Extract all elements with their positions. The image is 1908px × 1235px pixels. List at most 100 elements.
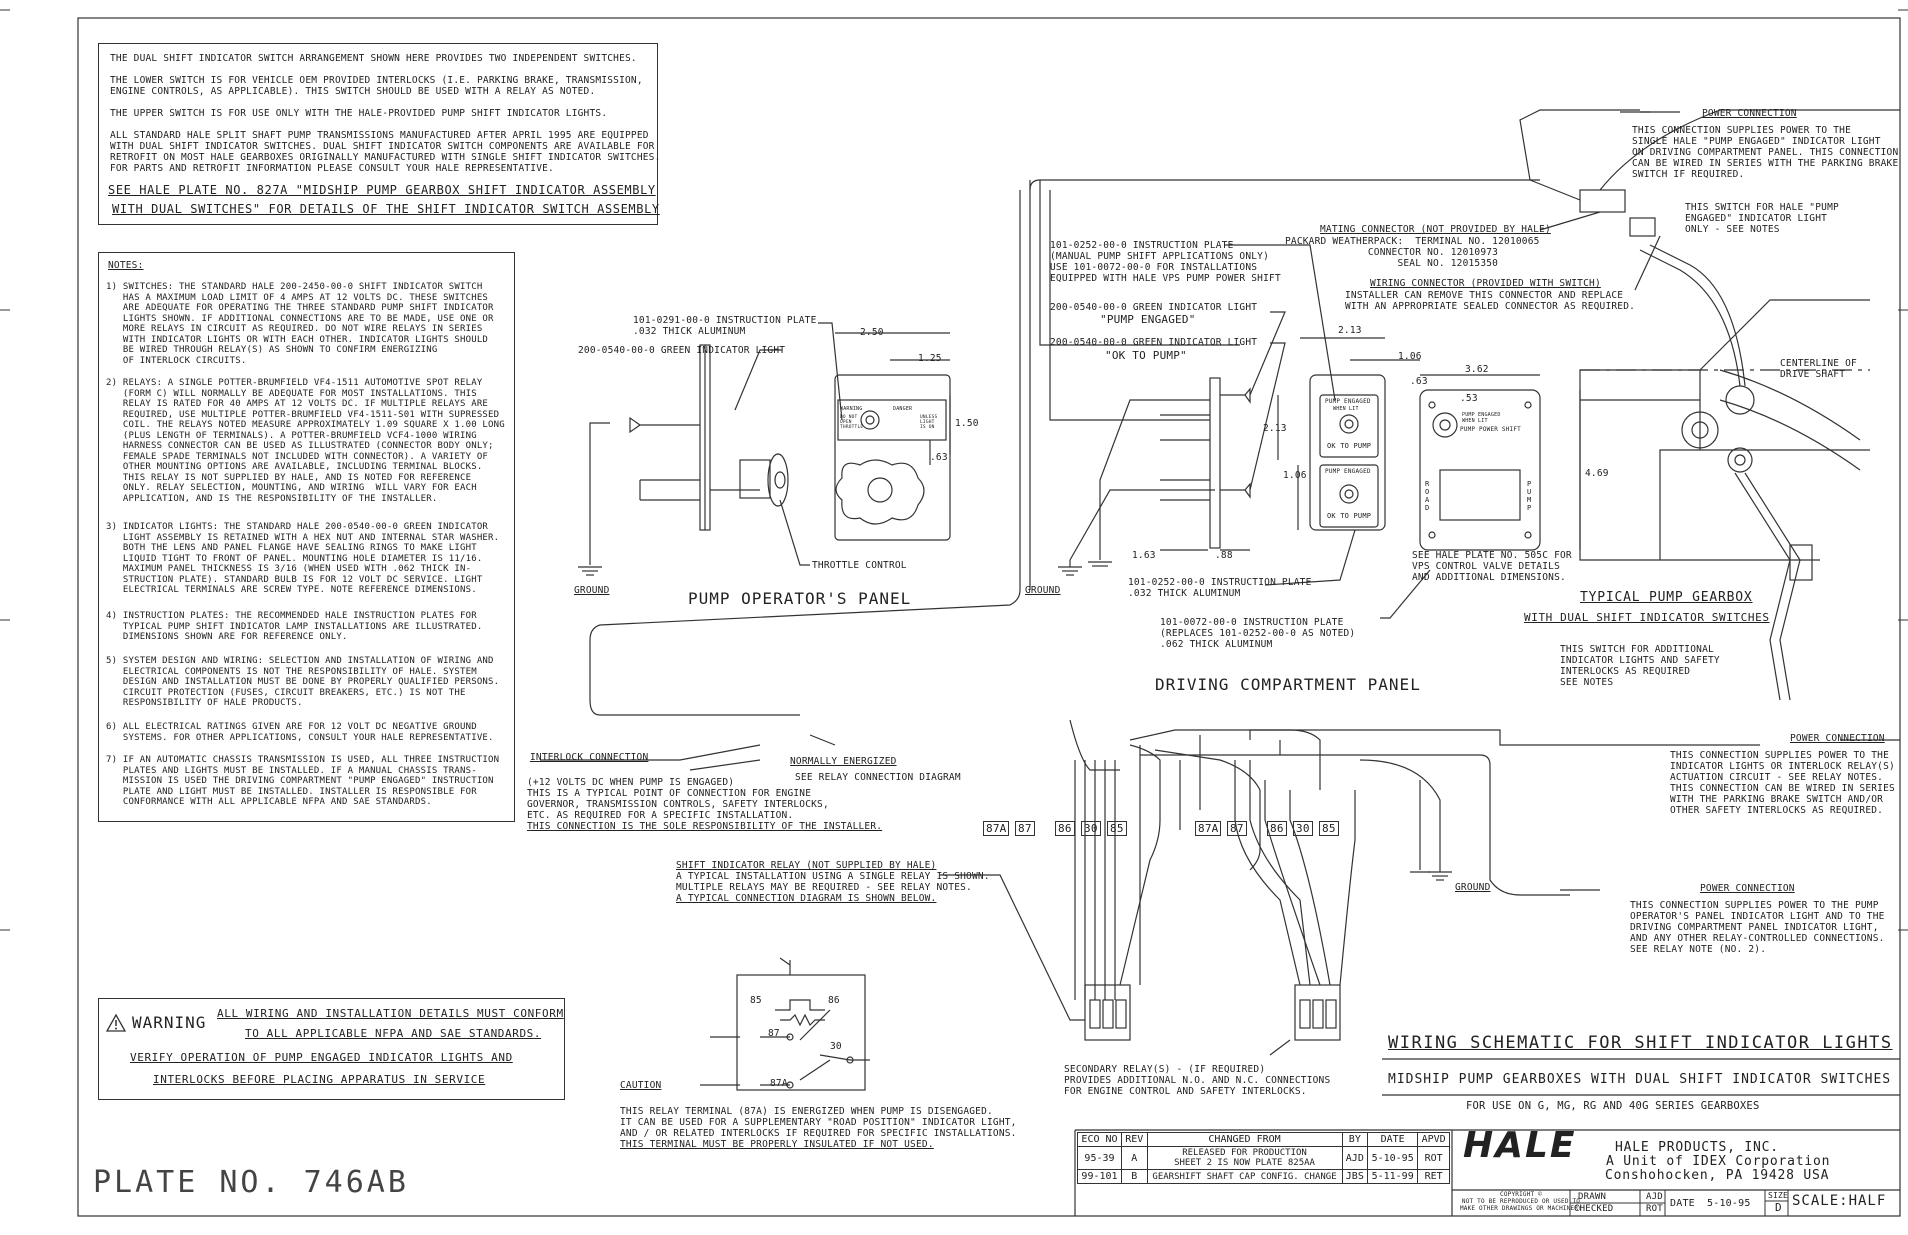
driving-ground-label: GROUND [1025, 585, 1061, 596]
pump-light-label: 200-0540-00-0 GREEN INDICATOR LIGHT [578, 345, 786, 356]
interlock-title: INTERLOCK CONNECTION [530, 752, 649, 763]
gearbox-outline [1579, 369, 1701, 561]
pump-warn1: WARNING [840, 406, 863, 412]
driving-plate2: 101-0252-00-0 INSTRUCTION PLATE .032 THI… [1128, 577, 1312, 599]
power1-text: THIS CONNECTION SUPPLIES POWER TO THE SI… [1632, 125, 1899, 180]
warning-line1: ALL WIRING AND INSTALLATION DETAILS MUST… [217, 1007, 564, 1020]
revision-cell: B [1120, 1169, 1148, 1184]
revision-header-cell: ECO NO [1077, 1132, 1122, 1147]
revision-cell: JBS [1341, 1169, 1369, 1184]
relay-note-last: A TYPICAL CONNECTION DIAGRAM IS SHOWN BE… [676, 893, 937, 904]
pump-plate-label: 101-0291-00-0 INSTRUCTION PLATE .032 THI… [633, 315, 817, 337]
normally-energized: NORMALLY ENERGIZED [790, 756, 897, 767]
relay-t30: 30 [830, 1041, 842, 1052]
vps-dim-063: .63 [1410, 376, 1428, 387]
notes-heading: NOTES: [108, 260, 144, 271]
gearbox-title: TYPICAL PUMP GEARBOX [1580, 590, 1753, 605]
plate-ok-to-pump2: OK TO PUMP [1327, 512, 1372, 520]
plate-pump-engaged: PUMP ENGAGED [1325, 398, 1371, 405]
drawing-subtitle: MIDSHIP PUMP GEARBOXES WITH DUAL SHIFT I… [1388, 1072, 1892, 1087]
company-address: Conshohocken, PA 19428 USA [1605, 1168, 1830, 1183]
relay-caution: CAUTION [620, 1080, 662, 1091]
revision-cell: AJD [1341, 1146, 1369, 1170]
dim-250: 2.50 [860, 327, 884, 338]
intro-see2: WITH DUAL SWITCHES" FOR DETAILS OF THE S… [112, 202, 660, 216]
checked-by: ROT [1646, 1204, 1663, 1214]
relay1-terminal-87a: 87A [983, 821, 1010, 836]
note-3: 3) INDICATOR LIGHTS: THE STANDARD HALE 2… [106, 522, 500, 595]
relay2-terminal-87a: 87A [1195, 821, 1222, 836]
intro-para2: THE LOWER SWITCH IS FOR VEHICLE OEM PROV… [110, 75, 643, 97]
note-1: 1) SWITCHES: THE STANDARD HALE 200-2450-… [106, 282, 494, 366]
intro-line1: THE DUAL SHIFT INDICATOR SWITCH ARRANGEM… [110, 53, 637, 64]
vps-see: SEE HALE PLATE NO. 505C FOR VPS CONTROL … [1412, 550, 1572, 583]
relay-note-title: SHIFT INDICATOR RELAY (NOT SUPPLIED BY H… [676, 860, 937, 871]
throttle-label: THROTTLE CONTROL [812, 560, 907, 571]
vps-dim-362: 3.62 [1465, 364, 1489, 375]
driving-light2: 200-0540-00-0 GREEN INDICATOR LIGHT [1050, 337, 1258, 348]
intro-box [98, 43, 658, 225]
dim-106a: 1.06 [1398, 351, 1422, 362]
warning-line4: INTERLOCKS BEFORE PLACING APPARATUS IN S… [153, 1073, 486, 1086]
wiring-connector-label: WIRING CONNECTOR (PROVIDED WITH SWITCH) [1370, 278, 1601, 289]
relay2-connector [1294, 984, 1341, 1041]
interlock-last: THIS CONNECTION IS THE SOLE RESPONSIBILI… [527, 821, 883, 832]
relay-t87: 87 [768, 1028, 780, 1039]
revision-cell: 5-11-99 [1367, 1169, 1419, 1184]
power3-text: THIS CONNECTION SUPPLIES POWER TO THE PU… [1630, 900, 1885, 955]
intro-see1: SEE HALE PLATE NO. 827A "MIDSHIP PUMP GE… [108, 183, 656, 197]
pump-warn2: DANGER [893, 406, 913, 412]
power2-text: THIS CONNECTION SUPPLIES POWER TO THE IN… [1670, 750, 1895, 816]
hale-logo: HALE [1463, 1125, 1577, 1166]
pump-panel-title: PUMP OPERATOR'S PANEL [688, 589, 912, 608]
revision-cell: 5-10-95 [1367, 1146, 1419, 1170]
plate-when-lit: WHEN LIT [1333, 406, 1359, 412]
vps-l2: PUMP POWER SHIFT [1460, 426, 1521, 433]
packard-label: PACKARD WEATHERPACK: TERMINAL NO. 120100… [1285, 236, 1540, 269]
vps-plate [1419, 389, 1541, 551]
company-name: HALE PRODUCTS, INC. [1615, 1140, 1779, 1155]
warning-icon [105, 1013, 127, 1032]
relay-t87a: 87A [770, 1078, 788, 1089]
note-6: 6) ALL ELECTRICAL RATINGS GIVEN ARE FOR … [106, 722, 494, 743]
vps-dim-053: .53 [1460, 393, 1478, 404]
plate-ok-to-pump: OK TO PUMP [1327, 442, 1372, 450]
dim-088: .88 [1215, 550, 1233, 561]
vps-pump: PUMP [1527, 480, 1532, 512]
pump-plate-front [834, 374, 951, 541]
size-value: D [1775, 1201, 1782, 1214]
note-5: 5) SYSTEM DESIGN AND WIRING: SELECTION A… [106, 656, 500, 708]
revision-header-cell: BY [1341, 1132, 1369, 1147]
relay-t86: 86 [828, 995, 840, 1006]
revision-header-cell: REV [1120, 1132, 1148, 1147]
relay-diagram-ref: SEE RELAY CONNECTION DIAGRAM [795, 772, 961, 783]
pump-warn-small2: UNLESS LIGHT IS ON [920, 415, 938, 430]
relay-t85: 85 [750, 995, 762, 1006]
revision-header-cell: CHANGED FROM [1146, 1132, 1343, 1147]
size-label: SIZE [1768, 1191, 1789, 1200]
vps-dim-469: 4.69 [1585, 468, 1609, 479]
note-7: 7) IF AN AUTOMATIC CHASSIS TRANSMISSION … [106, 755, 500, 807]
dim-213b: 2.13 [1263, 423, 1287, 434]
mating-connector [1579, 189, 1626, 213]
driving-plate-label: 101-0252-00-0 INSTRUCTION PLATE (MANUAL … [1050, 240, 1281, 284]
driving-light2-q: "OK TO PUMP" [1105, 349, 1187, 362]
switch-additional-label: THIS SWITCH FOR ADDITIONAL INDICATOR LIG… [1560, 644, 1720, 688]
relay1-terminal-86: 86 [1055, 821, 1075, 836]
dim-125: 1.25 [918, 353, 942, 364]
secondary-relay-label: SECONDARY RELAY(S) - (IF REQUIRED) PROVI… [1064, 1064, 1331, 1097]
relay1-terminal-87: 87 [1015, 821, 1035, 836]
sheet-border [77, 17, 1901, 1217]
revision-header-cell: DATE [1367, 1132, 1419, 1147]
dim-150: 1.50 [955, 418, 979, 429]
revision-cell: RELEASED FOR PRODUCTION SHEET 2 IS NOW P… [1146, 1146, 1343, 1170]
pump-ground-label: GROUND [574, 585, 610, 596]
relay-ground-label: GROUND [1455, 882, 1491, 893]
relay1-terminal-30: 30 [1081, 821, 1101, 836]
relay1-connector [1084, 984, 1131, 1041]
relay2-terminal-86: 86 [1267, 821, 1287, 836]
